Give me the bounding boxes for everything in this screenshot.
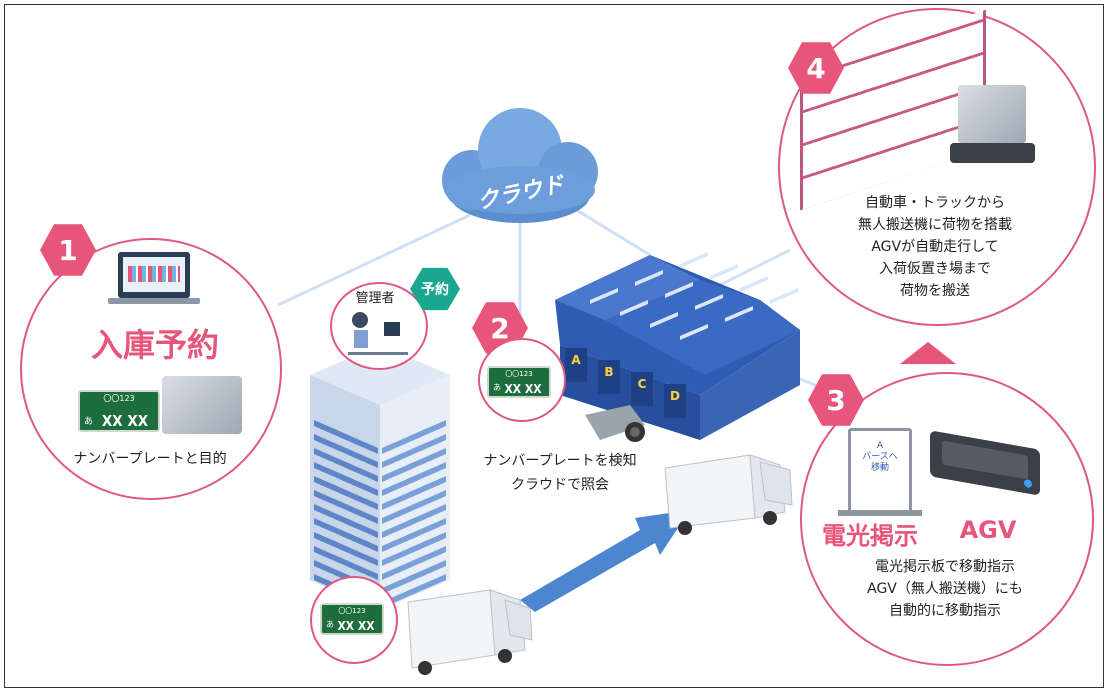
- step4-description: 自動車・トラックから 無人搬送機に荷物を搭載 AGVが自動走行して 入荷仮置き場…: [858, 195, 1012, 299]
- tower-window-band: [382, 420, 446, 454]
- tower-window-band: [314, 546, 378, 580]
- tower-window-band: [314, 434, 378, 468]
- manager-desk-icon: [348, 322, 408, 355]
- roof-window: [680, 324, 708, 340]
- reserve-badge-label: 予約: [421, 282, 449, 298]
- plate-number: XX XX: [337, 619, 375, 633]
- plate-kana: あ: [493, 383, 501, 392]
- warehouse-door: [664, 384, 686, 418]
- plate-number: XX XX: [101, 412, 149, 430]
- tower-window-band: [382, 476, 446, 510]
- step2-plate: 〇〇123 あ XX XX: [487, 366, 551, 398]
- roof-window: [695, 294, 723, 310]
- step3-description: 電光掲示板で移動指示 AGV（無人搬送機）にも 自動的に移動指示: [867, 559, 1023, 619]
- roof-window: [725, 306, 753, 322]
- tower-window-band: [382, 462, 446, 496]
- signboard-text: A バースへ 移動: [862, 441, 898, 473]
- signboard-icon: A バースへ 移動: [848, 428, 912, 516]
- warehouse-door: [598, 360, 620, 394]
- roof-window: [680, 252, 708, 268]
- tower-window-band: [314, 504, 378, 538]
- tower-window-band: [314, 532, 378, 566]
- step2-number: 2: [490, 311, 510, 345]
- plate-region: 〇〇123: [338, 607, 366, 615]
- office-tower: [310, 345, 450, 610]
- roof-window: [710, 264, 738, 280]
- tower-window-band: [382, 434, 446, 468]
- tower-window-band: [382, 448, 446, 482]
- tower-window-band: [314, 476, 378, 510]
- tower-window-band: [382, 532, 446, 566]
- truck-bottom: [407, 589, 533, 675]
- roof-window: [650, 312, 678, 328]
- tower-window-band: [314, 518, 378, 552]
- roof-window: [740, 276, 768, 292]
- tower-window-band: [382, 574, 446, 608]
- license-camera: [585, 405, 645, 442]
- tower-window-band: [382, 546, 446, 580]
- flow-arrow: [520, 510, 690, 612]
- truck-middle: [664, 454, 793, 535]
- tower-window-band: [382, 504, 446, 538]
- manager-label: 管理者: [355, 291, 395, 306]
- tower-window-band: [314, 462, 378, 496]
- step3-sign-label: 電光掲示: [822, 522, 918, 550]
- step2-caption-line1: ナンバープレートを検知: [483, 453, 637, 469]
- plate-region: 〇〇123: [103, 394, 135, 403]
- warehouse-door: [565, 348, 587, 382]
- warehouse-door: [631, 372, 653, 406]
- signboard-stand: [838, 510, 922, 516]
- step3-circle: [800, 372, 1094, 666]
- cloud-shape: [442, 108, 598, 223]
- tower-window-band: [382, 560, 446, 594]
- warehouse-door-label: A: [571, 353, 581, 367]
- laptop-base: [108, 298, 200, 304]
- agv-with-cargo-icon: [950, 85, 1035, 170]
- plate-region: 〇〇123: [505, 370, 533, 378]
- line-manager-cloud: [277, 213, 471, 307]
- truck-plate: 〇〇123 あ XX XX: [320, 603, 384, 635]
- manager-circle: [330, 282, 428, 370]
- step3-agv-label: AGV: [959, 516, 1017, 544]
- reserve-badge: 予約: [410, 267, 460, 311]
- tower-window-band: [382, 518, 446, 552]
- plate-kana: あ: [84, 417, 94, 427]
- roof-window: [770, 288, 798, 304]
- warehouse-door-label: D: [670, 389, 680, 403]
- up-arrow-triangle: [900, 342, 956, 364]
- warehouse-door-label: B: [604, 365, 613, 379]
- step1-title: 入庫予約: [90, 326, 219, 364]
- tower-window-band: [314, 490, 378, 524]
- roof-window: [665, 282, 693, 298]
- manager-person-icon: [352, 312, 368, 328]
- step2-caption-line2: クラウドで照会: [511, 477, 609, 493]
- tower-window-band: [314, 420, 378, 454]
- step4-number: 4: [806, 51, 826, 85]
- roof-window: [620, 300, 648, 316]
- laptop-icon: [118, 252, 190, 298]
- step1-number: 1: [58, 233, 78, 267]
- step3-number: 3: [826, 383, 846, 417]
- diagram-frame: [4, 4, 1104, 688]
- tower-window-band: [382, 490, 446, 524]
- roof-window: [590, 288, 618, 304]
- cargo-icon: [162, 376, 242, 434]
- warehouse-door-label: C: [638, 377, 647, 391]
- step1-plate: 〇〇123 あ XX XX: [78, 390, 160, 432]
- plate-kana: あ: [326, 620, 334, 629]
- roof-window: [635, 270, 663, 286]
- plate-number: XX XX: [504, 382, 542, 396]
- step1-caption: ナンバープレートと目的: [73, 451, 227, 467]
- tower-window-band: [314, 448, 378, 482]
